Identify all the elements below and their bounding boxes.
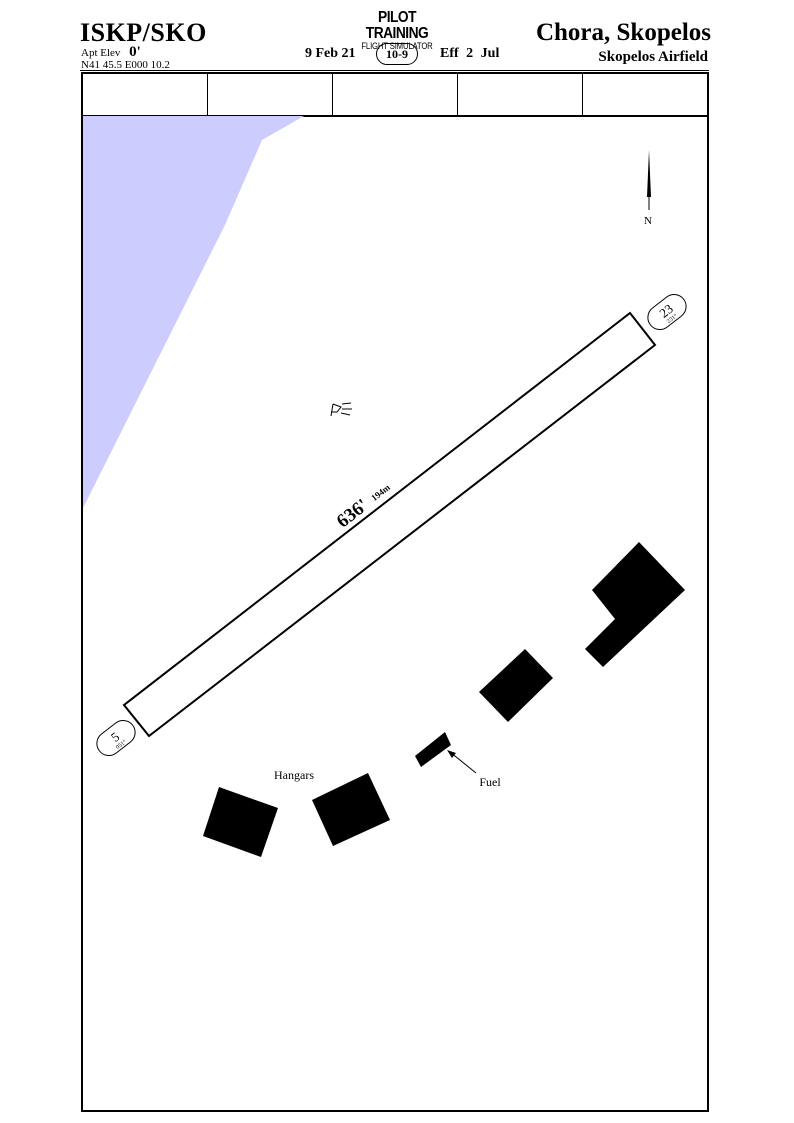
fuel-pointer-arrow xyxy=(447,750,477,774)
runway-end-5-label: 5 051° xyxy=(96,719,136,757)
chart-number-badge: 10-9 xyxy=(376,43,418,65)
hangar xyxy=(203,787,278,857)
frequency-cell xyxy=(83,74,208,115)
elevation-label: Apt Elev xyxy=(81,47,121,59)
north-label: N xyxy=(644,215,652,227)
runway-end-23-label: 23 231° xyxy=(647,293,687,331)
frequency-cell xyxy=(458,74,583,115)
fuel-label: Fuel xyxy=(479,775,501,789)
pilot-training-logo: PILOT TRAINING FLIGHT SIMULATOR xyxy=(339,10,455,51)
fuel-station xyxy=(415,732,451,767)
runway-5-23 xyxy=(122,311,657,738)
frequency-cell xyxy=(333,74,458,115)
north-arrow-icon xyxy=(647,150,651,210)
hangar xyxy=(312,773,390,846)
windsock-icon xyxy=(330,402,352,417)
chart-frame xyxy=(81,72,709,1112)
water-area xyxy=(83,116,304,508)
logo-line-1: PILOT TRAINING xyxy=(365,9,429,42)
airport-identifier: ISKP/SKO xyxy=(80,18,207,47)
frequency-row xyxy=(83,74,707,117)
header-rule xyxy=(80,70,709,71)
hangars-label: Hangars xyxy=(274,768,314,782)
chart-date: 9 Feb 21 xyxy=(305,46,356,61)
coordinates: N41 45.5 E000 10.2 xyxy=(81,59,170,71)
city-name: Chora, Skopelos xyxy=(535,19,711,46)
logo-line-2: FLIGHT SIMULATOR xyxy=(361,41,433,51)
frequency-cell xyxy=(208,74,333,115)
airport-name: Skopelos Airfield xyxy=(598,49,708,65)
airport-diagram: N 636' 194m 23 231° 5 051° Hangars Fuel xyxy=(83,116,687,857)
elevation-value: 0' xyxy=(129,44,141,60)
building-l-shaped xyxy=(585,542,685,667)
elevation-line: Apt Elev 0' xyxy=(81,44,141,61)
building xyxy=(479,649,553,722)
frequency-cell xyxy=(583,74,707,115)
effective-date: Eff 2 Jul xyxy=(440,46,500,61)
